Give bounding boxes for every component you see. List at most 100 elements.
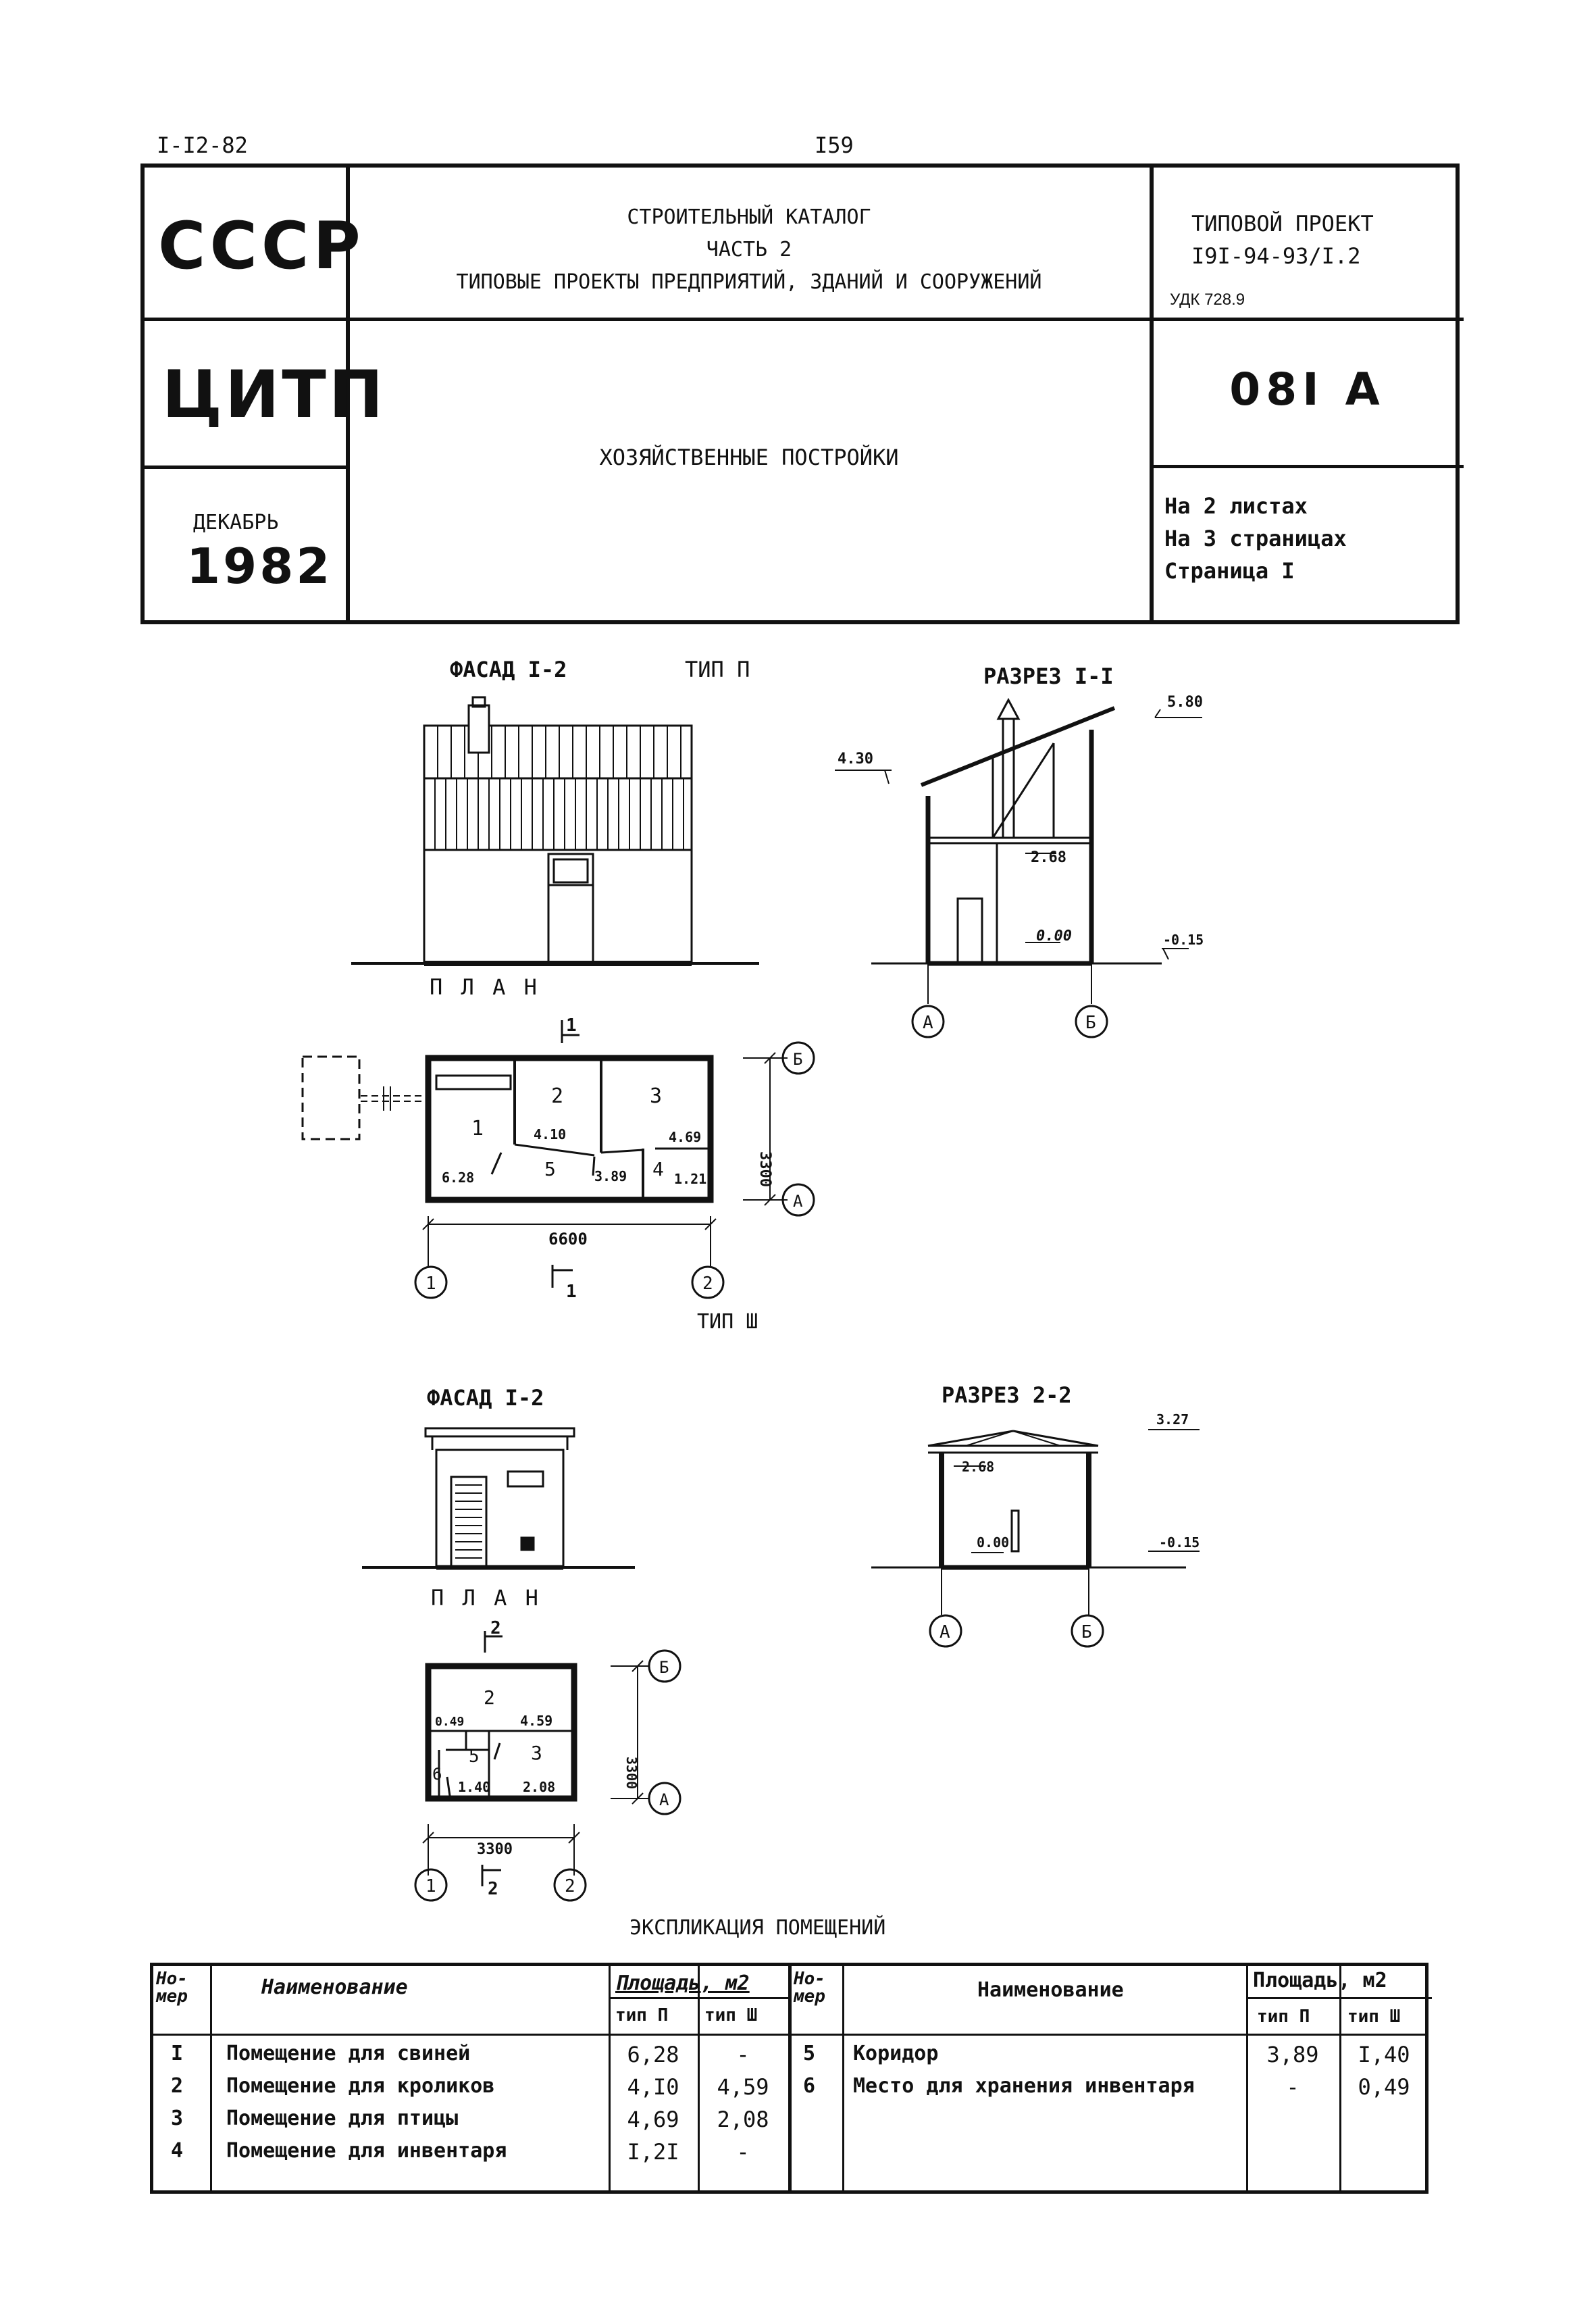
col-no-right: Но-мер xyxy=(794,1969,825,2007)
elev-minus-0-15-t3: -0.15 xyxy=(1159,1534,1200,1551)
row-t3: 0,49 xyxy=(1358,2074,1410,2100)
explication-table: Но-мер Наименование Площадь, м2 тип П ти… xyxy=(150,1963,1432,2194)
catalog-line-1: СТРОИТЕЛЬНЫЙ КАТАЛОГ xyxy=(627,205,871,229)
t3-room-3-area: 2.08 xyxy=(523,1779,555,1795)
month-label: ДЕКАБРЬ xyxy=(193,511,279,534)
project-number: I9I-94-93/I.2 xyxy=(1191,243,1361,269)
s22-axis-b: Б xyxy=(1081,1622,1092,1642)
axis-a-label: А xyxy=(923,1013,933,1033)
row-t2: 3,89 xyxy=(1266,2042,1319,2067)
citp-label: ЦИТП xyxy=(162,357,386,432)
cut-mark-2-top: 2 xyxy=(490,1618,501,1638)
t3-room-6-no: 6 xyxy=(432,1765,442,1784)
row-name: Коридор xyxy=(853,2042,939,2065)
plan-type3-depth: 3300 xyxy=(623,1757,640,1789)
room-3-area: 4.69 xyxy=(669,1129,701,1145)
row-t3: I,40 xyxy=(1358,2042,1410,2067)
plan3-axis-b: Б xyxy=(659,1658,669,1677)
document-code: I-I2-82 xyxy=(157,132,248,158)
col-t3-left: тип Ш xyxy=(704,2005,758,2026)
section-1-1 xyxy=(835,697,1202,1038)
plan-type2-depth: 3300 xyxy=(756,1151,773,1187)
plan-type2 xyxy=(301,1020,815,1299)
room-3-no: 3 xyxy=(650,1084,662,1108)
row-no: 3 xyxy=(171,2107,184,2130)
year-label: 1982 xyxy=(186,538,333,595)
plan3-axis-2: 2 xyxy=(565,1876,575,1896)
room-2-no: 2 xyxy=(551,1084,563,1108)
page-number: I59 xyxy=(815,132,854,158)
plan2-axis-2: 2 xyxy=(702,1274,713,1294)
page-index: Страница I xyxy=(1164,558,1295,584)
t3-room-5-area: 1.40 xyxy=(458,1779,490,1795)
row-name: Место для хранения инвентаря xyxy=(853,2074,1195,2098)
elev-3-27: 3.27 xyxy=(1156,1411,1189,1428)
cut-mark-1-top: 1 xyxy=(566,1015,577,1036)
row-t3: - xyxy=(736,2139,750,2165)
plan-type2-title: П Л А Н xyxy=(430,974,540,1000)
row-no: 2 xyxy=(171,2074,184,2098)
room-2-area: 4.10 xyxy=(534,1126,566,1142)
cut-mark-1-bottom: 1 xyxy=(566,1282,577,1302)
col-name-left: Наименование xyxy=(261,1976,408,1999)
t3-room-6-area: 0.49 xyxy=(435,1715,464,1729)
table-title: ЭКСПЛИКАЦИЯ ПОМЕЩЕНИЙ xyxy=(629,1916,886,1940)
t3-room-2-no: 2 xyxy=(484,1686,495,1709)
elev-5-80: 5.80 xyxy=(1167,694,1203,711)
row-name: Помещение для кроликов xyxy=(226,2074,495,2098)
section-1-1-title: РАЗРЕЗ I-I xyxy=(983,663,1114,689)
room-4-no: 4 xyxy=(652,1158,664,1180)
row-t2: - xyxy=(1286,2074,1299,2100)
elev-0-00-t3: 0.00 xyxy=(977,1534,1009,1551)
row-no: 5 xyxy=(803,2042,816,2065)
row-t2: 4,I0 xyxy=(627,2074,679,2100)
plan-type3-title: П Л А Н xyxy=(431,1585,541,1611)
row-no: I xyxy=(171,2042,184,2065)
catalog-line-2: ЧАСТЬ 2 xyxy=(706,238,792,261)
room-4-area: 1.21 xyxy=(674,1171,706,1187)
ussr-label: СССР xyxy=(158,208,365,284)
row-no: 6 xyxy=(803,2074,816,2098)
plan2-axis-1: 1 xyxy=(426,1274,436,1294)
row-t2: 6,28 xyxy=(627,2042,679,2067)
room-5-no: 5 xyxy=(544,1158,556,1180)
col-area-right: Площадь, м2 xyxy=(1253,1969,1387,1992)
plan2-axis-b: Б xyxy=(793,1050,802,1069)
type2-label: ТИП П xyxy=(685,657,750,682)
elev-4-30: 4.30 xyxy=(838,751,873,768)
col-no-left: Но-мер xyxy=(156,1969,188,2007)
plan3-axis-1: 1 xyxy=(426,1876,436,1896)
plan2-axis-a: А xyxy=(793,1192,803,1211)
row-t2: I,2I xyxy=(627,2139,679,2165)
t3-room-3-no: 3 xyxy=(531,1742,542,1764)
axis-b-label: Б xyxy=(1085,1013,1096,1033)
elev-minus-0-15: -0.15 xyxy=(1163,932,1204,948)
t3-room-5-no: 5 xyxy=(469,1746,480,1767)
row-name: Помещение для свиней xyxy=(226,2042,471,2065)
section-2-2-title: РАЗРЕЗ 2-2 xyxy=(942,1382,1072,1408)
facade-type2 xyxy=(351,696,759,966)
row-t3: 2,08 xyxy=(717,2107,769,2132)
col-area-left: Площадь, м2 xyxy=(615,1971,750,1995)
t3-room-2-area: 4.59 xyxy=(520,1713,552,1729)
room-1-area: 6.28 xyxy=(442,1169,474,1186)
facade-type3-title: ФАСАД I-2 xyxy=(427,1385,544,1411)
row-name: Помещение для инвентаря xyxy=(226,2139,507,2163)
room-5-area: 3.89 xyxy=(594,1168,627,1184)
row-t3: 4,59 xyxy=(717,2074,769,2100)
plan3-axis-a: А xyxy=(659,1790,669,1809)
plan-type3 xyxy=(414,1631,681,1902)
sheets-count: На 2 листах xyxy=(1164,493,1308,519)
row-t2: 4,69 xyxy=(627,2107,679,2132)
col-name-right: Наименование xyxy=(977,1978,1124,2002)
section-2-2 xyxy=(871,1429,1200,1648)
elev-2-68-t3: 2.68 xyxy=(962,1459,994,1475)
project-label: ТИПОВОЙ ПРОЕКТ xyxy=(1191,211,1374,236)
title-block: СССР ЦИТП ДЕКАБРЬ 1982 СТРОИТЕЛЬНЫЙ КАТА… xyxy=(140,164,1464,624)
row-name: Помещение для птицы xyxy=(226,2107,459,2130)
facade-type3 xyxy=(362,1427,635,1570)
elev-2-68: 2.68 xyxy=(1031,849,1066,866)
udk-code: УДК 728.9 xyxy=(1170,291,1245,309)
sheet-code: 08I A xyxy=(1229,363,1385,416)
